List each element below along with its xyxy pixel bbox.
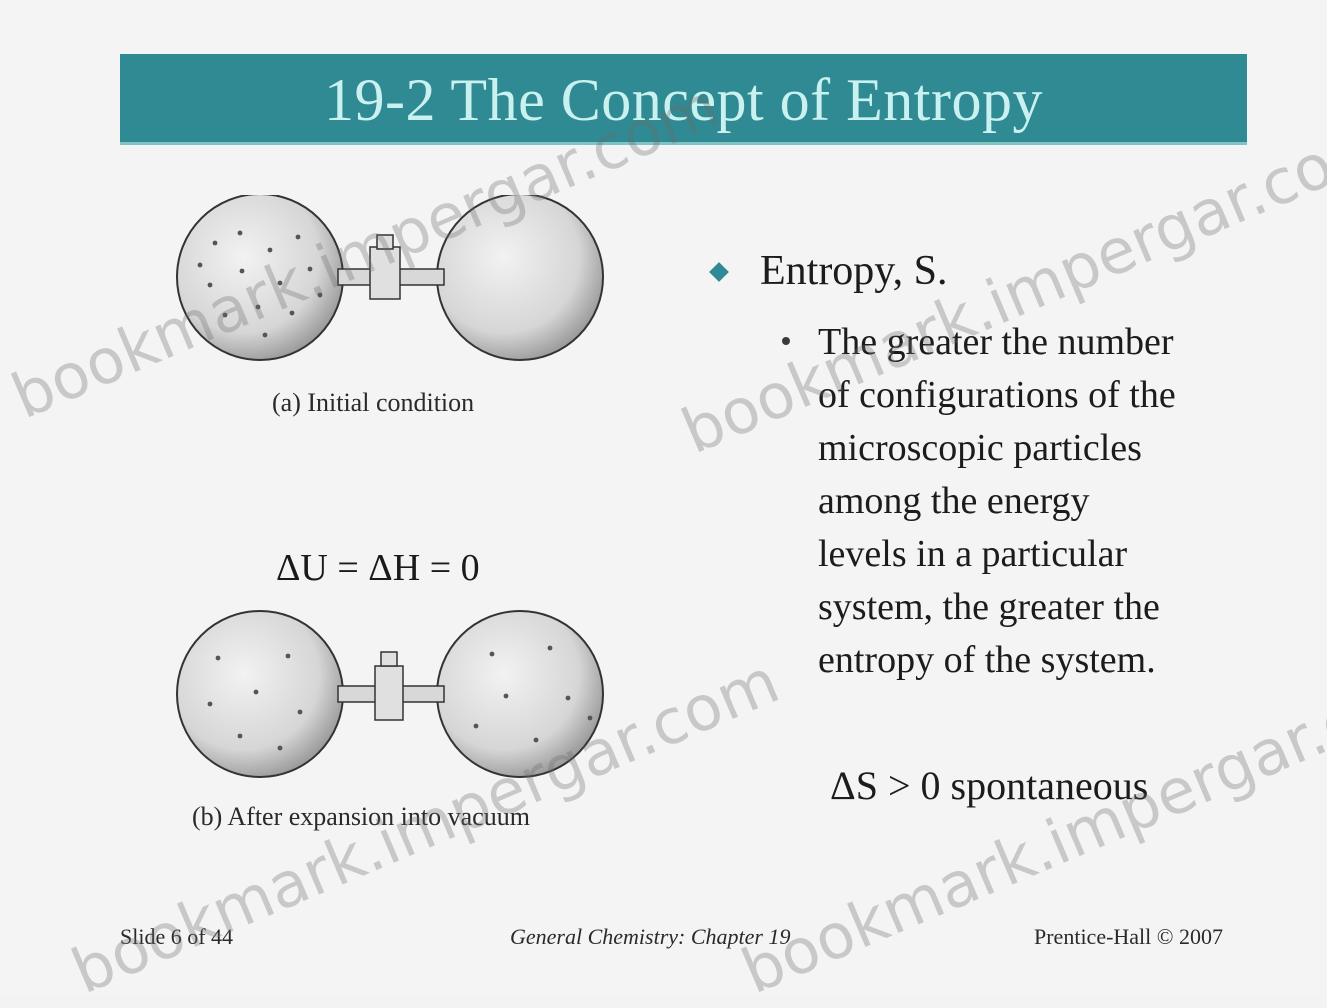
caption-initial: (a) Initial condition: [272, 388, 475, 417]
left-bulb: [176, 610, 344, 778]
slide-title: 19-2 The Concept of Entropy: [324, 67, 1043, 133]
definition-line: among the energy: [818, 480, 1090, 522]
definition-line: entropy of the system.: [818, 639, 1156, 681]
stopcock-valve: [374, 665, 404, 721]
entropy-definition: The greater the number of configurations…: [818, 316, 1258, 687]
footer-course: General Chemistry: Chapter 19: [510, 924, 791, 949]
watermark: bookmark.impergar.com: [731, 644, 1327, 1008]
gas-particles: [207, 645, 593, 751]
definition-line: of configurations of the: [818, 374, 1176, 416]
dot-bullet-icon: [782, 337, 790, 345]
definition-line: The greater the number: [818, 321, 1174, 363]
left-bulb: [176, 195, 344, 361]
right-bulb: [436, 195, 604, 361]
caption-after-expansion: (b) After expansion into vacuum: [192, 802, 530, 831]
gas-particles: [197, 230, 323, 338]
footer-slide-number: Slide 6 of 44: [120, 924, 234, 949]
spontaneity-criterion: ΔS > 0 spontaneous: [830, 763, 1149, 808]
definition-line: microscopic particles: [818, 427, 1142, 469]
footer-publisher: Prentice-Hall © 2007: [1034, 924, 1223, 949]
title-bar: 19-2 The Concept of Entropy: [120, 54, 1247, 142]
bulbs-expanded-figure: [176, 610, 604, 778]
right-bulb: [436, 610, 604, 778]
energy-equation: ΔU = ΔH = 0: [276, 547, 480, 589]
definition-line: system, the greater the: [818, 586, 1160, 628]
stopcock-valve: [369, 246, 401, 300]
diamond-bullet-icon: [709, 262, 729, 282]
definition-line: levels in a particular: [818, 533, 1128, 575]
bulbs-initial-figure: [176, 195, 604, 361]
bullet-label: Entropy, S.: [760, 248, 948, 294]
